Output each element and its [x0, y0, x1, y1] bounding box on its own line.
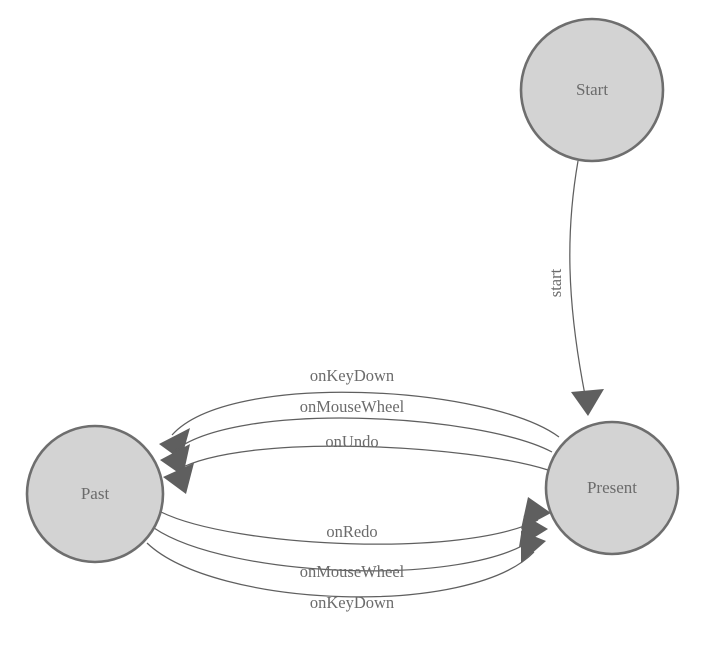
edge-onkeydown-dn-label: onKeyDown [310, 593, 394, 612]
edge-onredo-label: onRedo [326, 522, 377, 541]
edge-onundo-path [176, 445, 549, 471]
edge-start: start [546, 160, 604, 416]
node-start-circle[interactable] [519, 17, 665, 163]
node-present-label: Present [587, 478, 637, 497]
edge-onkeydown-past-to-present: onKeyDown [146, 531, 546, 612]
edge-onmousewheel-dn-path [153, 527, 536, 572]
edge-onkeydown-up-path [171, 391, 560, 438]
edge-onredo-past-to-present: onRedo [160, 497, 551, 545]
edge-onundo-arrowhead [163, 463, 194, 494]
edge-onmousewheel-up-label: onMouseWheel [300, 397, 405, 416]
edge-onmousewheel-present-to-past: onMouseWheel [160, 397, 553, 476]
edge-start-path [569, 160, 587, 401]
node-present-circle[interactable] [544, 420, 680, 556]
edge-onkeydown-dn-path [146, 542, 535, 598]
node-past[interactable]: Past [25, 424, 165, 564]
edge-onmousewheel-dn-label: onMouseWheel [300, 562, 405, 581]
edge-start-label: start [546, 268, 565, 297]
edge-onkeydown-dn-arrowhead [521, 531, 546, 563]
edge-onredo-path [160, 511, 539, 545]
node-present[interactable]: Present [544, 420, 680, 556]
edge-start-arrowhead [571, 389, 604, 416]
edge-onkeydown-up-label: onKeyDown [310, 366, 394, 385]
node-start[interactable]: Start [519, 17, 665, 163]
node-past-circle[interactable] [25, 424, 165, 564]
node-start-label: Start [576, 80, 608, 99]
node-past-label: Past [81, 484, 110, 503]
edge-onundo-present-to-past: onUndo [163, 432, 549, 494]
edge-onmousewheel-up-arrowhead [160, 444, 190, 476]
edge-onmousewheel-up-path [172, 417, 553, 453]
edge-onundo-label: onUndo [325, 432, 378, 451]
